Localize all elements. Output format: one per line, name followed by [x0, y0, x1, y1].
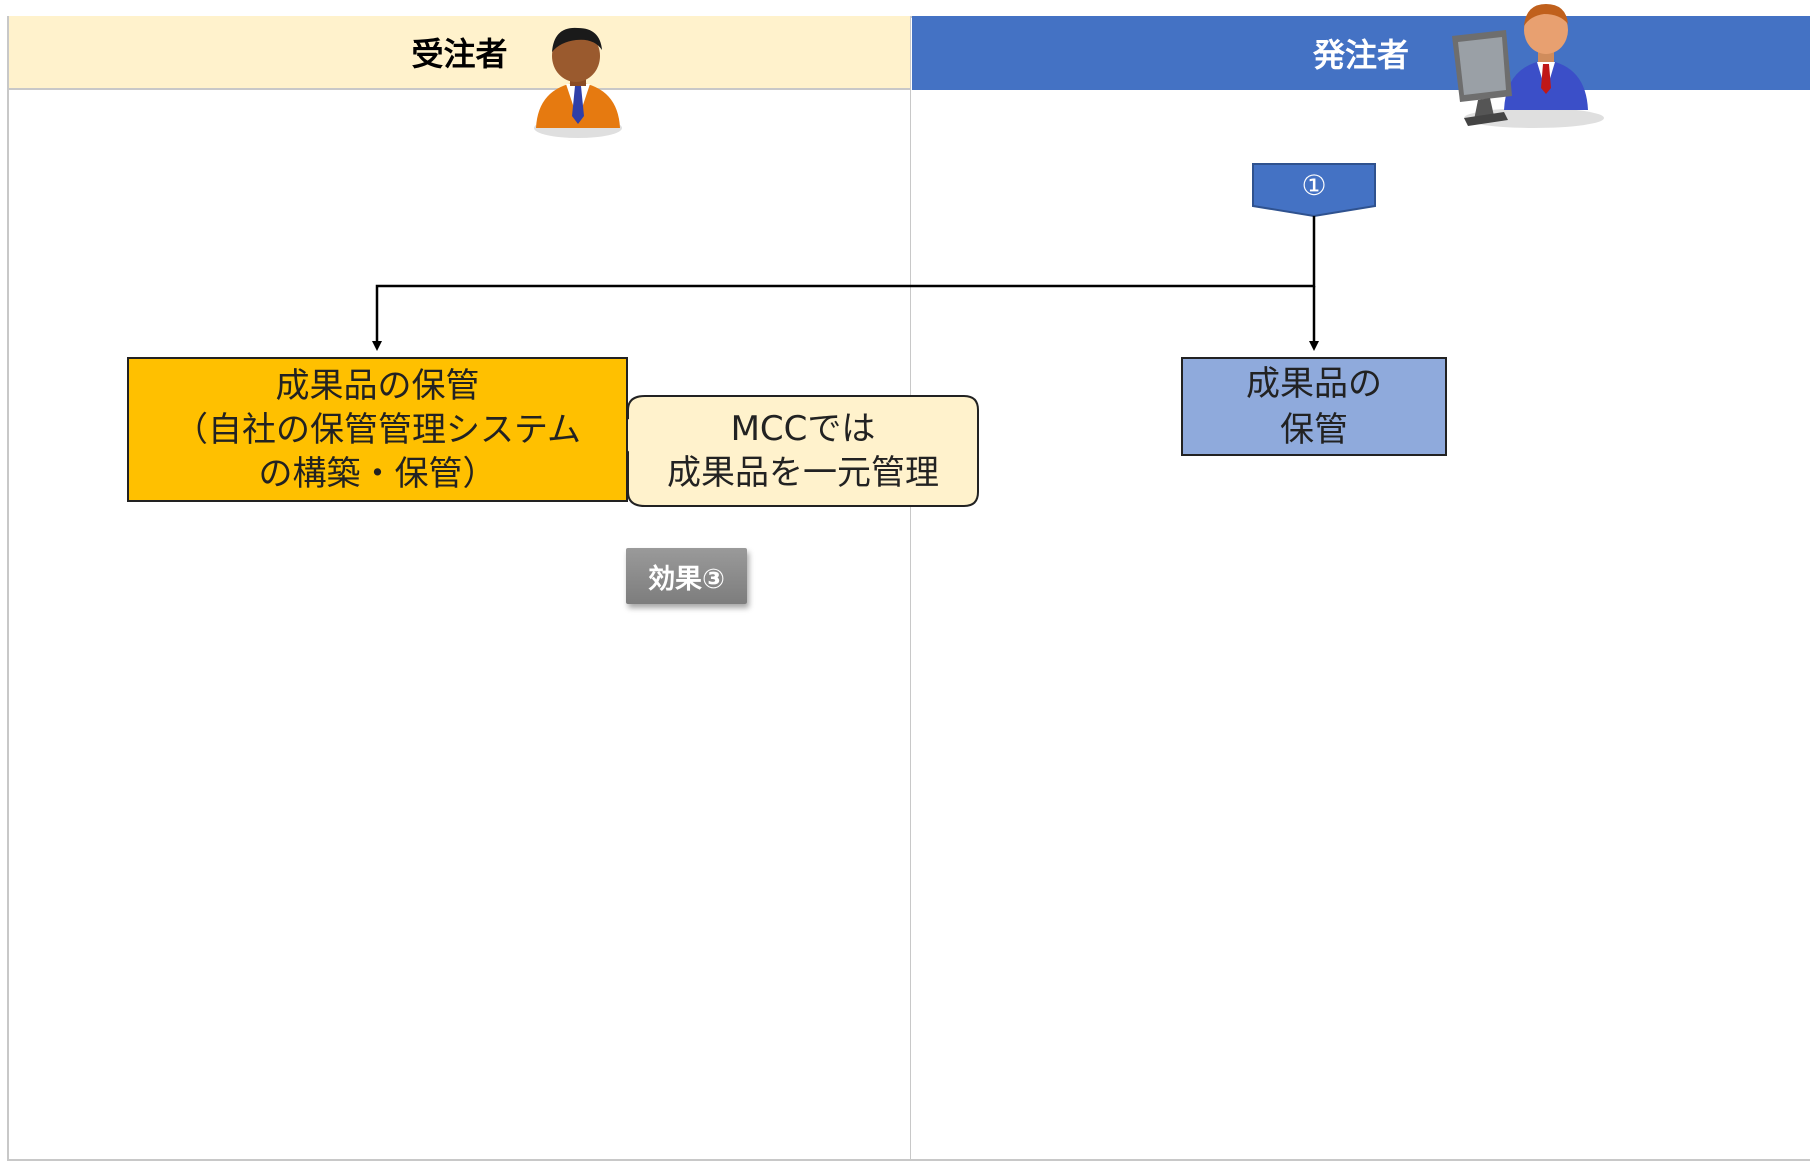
- contractor-storage-line-3: の構築・保管）: [258, 453, 497, 494]
- callout-bubble: [573, 395, 979, 507]
- start-connector-label: ①: [1301, 168, 1327, 202]
- start-connector-shape: [1252, 163, 1376, 218]
- callout-line-1: MCCでは: [730, 409, 876, 449]
- callout-line-2: 成果品を一元管理: [667, 453, 939, 493]
- client-storage-line-1: 成果品の: [1246, 363, 1382, 404]
- contractor-lane-header: 受注者: [9, 16, 910, 90]
- contractor-storage-box: 成果品の保管 （自社の保管管理システム の構築・保管）: [127, 357, 628, 502]
- client-lane-title: 発注者: [1312, 36, 1409, 74]
- client-storage-box: 成果品の 保管: [1181, 357, 1447, 456]
- contractor-storage-line-2: （自社の保管管理システム: [174, 409, 581, 450]
- callout-text: MCCでは 成果品を一元管理: [628, 396, 978, 506]
- businessman-at-computer-icon: [1452, 4, 1604, 128]
- client-lane-header: 発注者: [912, 16, 1810, 90]
- effect-badge: 効果③: [626, 548, 747, 604]
- client-storage-line-2: 保管: [1280, 409, 1348, 450]
- businessman-icon: [534, 27, 622, 138]
- contractor-storage-line-1: 成果品の保管: [275, 365, 480, 406]
- contractor-lane-title: 受注者: [411, 35, 508, 73]
- arrow-to-contractor-storage: [372, 216, 1316, 351]
